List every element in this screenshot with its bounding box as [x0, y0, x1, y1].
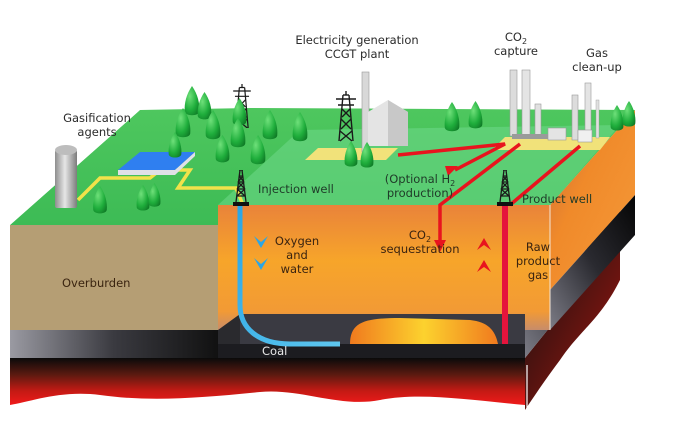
- coal-floor-dark: [218, 344, 525, 358]
- block-right-face: [550, 110, 635, 290]
- tree-icon: [184, 86, 200, 116]
- cleanup-tank: [577, 129, 593, 143]
- magma-layer: [10, 358, 525, 405]
- label-raw-product-gas: Raw product gas: [515, 240, 561, 282]
- surface-gas-lines: [397, 142, 582, 245]
- co2-tower-2: [521, 69, 531, 137]
- label-gas-cleanup: Gas clean-up: [572, 46, 622, 74]
- tree-icon: [197, 92, 212, 120]
- block-right-coal-face: [550, 195, 635, 330]
- label-oxygen-and-water: Oxygen and water: [274, 234, 320, 276]
- label-co2-sequestration: CO2 sequestration: [370, 228, 470, 256]
- chevron-down-icon: [254, 236, 268, 248]
- label-optional-h2: (Optional H2 production): [375, 172, 465, 200]
- magma-layer-right: [525, 240, 620, 410]
- injection-pipe: [237, 205, 340, 347]
- h2-arrowhead: [445, 166, 458, 176]
- tree-icon: [622, 101, 636, 127]
- tree-icon: [444, 102, 460, 132]
- silo-top: [55, 145, 77, 155]
- tree-icon: [468, 101, 483, 129]
- co2-seq-line1: CO2: [408, 228, 432, 244]
- power-plant-stack: [361, 71, 370, 153]
- label-overburden: Overburden: [62, 276, 131, 290]
- silo-icon: [55, 150, 77, 208]
- label-coal: Coal: [262, 344, 288, 358]
- label-product-well: Product well: [522, 192, 593, 206]
- co2-tower-3: [534, 103, 542, 137]
- co2-base: [512, 134, 548, 139]
- chevron-up-icon: [477, 260, 491, 272]
- tree-icon: [610, 105, 624, 131]
- water-tank-edge: [118, 152, 195, 175]
- label-gasification-agents: Gasification agents: [63, 111, 131, 139]
- overburden-block: [10, 225, 218, 330]
- product-pipe: [502, 205, 508, 344]
- cleanup-tower-3: [595, 99, 600, 139]
- raw-gas-flow-arrows: [477, 238, 491, 272]
- coal-seam-left: [10, 330, 218, 358]
- co2-tower-1: [509, 69, 518, 137]
- co2-seq-arrowhead: [434, 240, 446, 252]
- oxygen-flow-arrows: [254, 236, 268, 270]
- cleanup-tower-1: [571, 94, 579, 141]
- chevron-down-icon: [254, 258, 268, 270]
- gasification-cavity: [350, 318, 498, 344]
- optional-h2-line1: (Optional H2: [384, 172, 456, 188]
- co2-tank: [547, 127, 567, 141]
- label-co2-capture: CO2 capture: [486, 30, 546, 58]
- label-injection-well: Injection well: [258, 182, 334, 196]
- co2-capture-line1: CO2: [504, 30, 528, 46]
- label-electricity-generation: Electricity generation CCGT plant: [295, 33, 419, 61]
- underground-section: [218, 205, 550, 330]
- power-plant-building-side: [388, 100, 408, 146]
- chevron-up-icon: [477, 238, 491, 250]
